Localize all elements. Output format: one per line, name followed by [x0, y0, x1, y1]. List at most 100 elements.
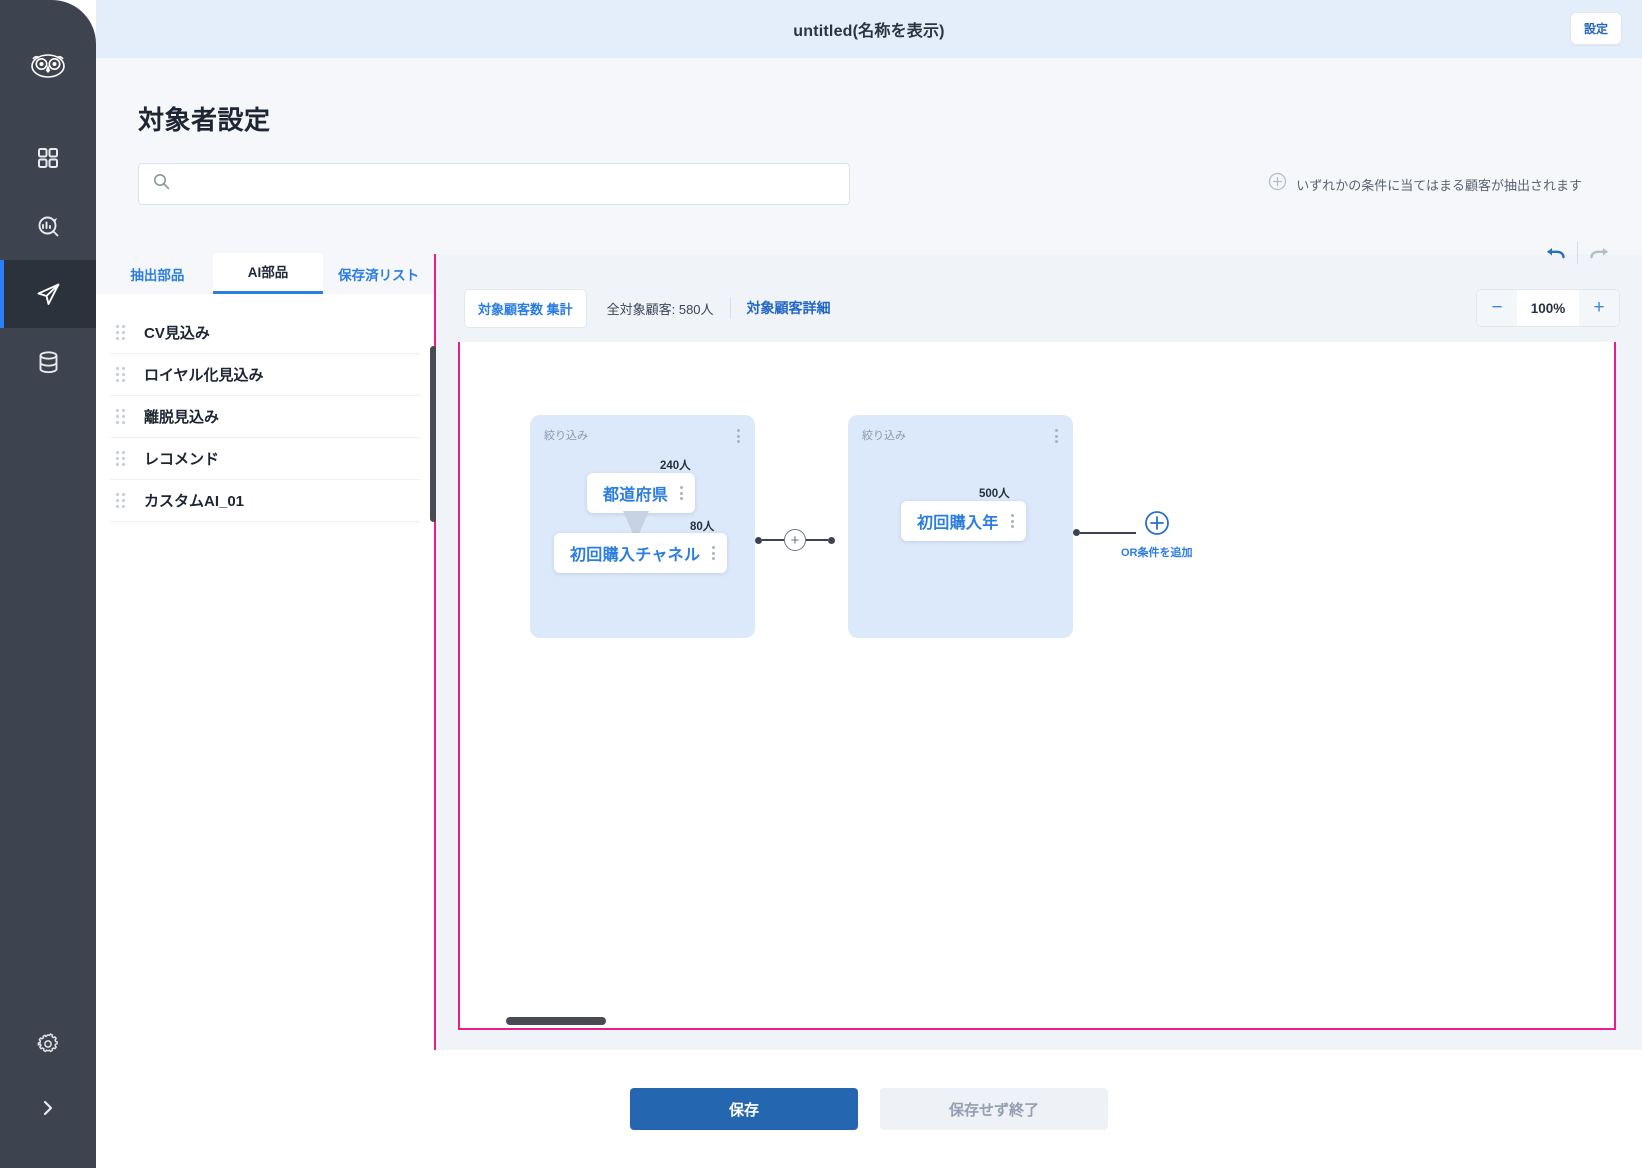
filter-group-2[interactable]: 絞り込み 500人 初回購入年 — [848, 415, 1073, 638]
drag-handle-icon[interactable] — [116, 324, 128, 341]
tab-ai-parts[interactable]: AI部品 — [212, 253, 324, 294]
list-item[interactable]: カスタムAI_01 — [110, 480, 420, 522]
drag-handle-icon[interactable] — [116, 366, 128, 383]
search-input[interactable] — [180, 176, 835, 192]
rail-item-expand[interactable] — [0, 1076, 96, 1140]
save-button[interactable]: 保存 — [630, 1088, 858, 1130]
rail-item-list — [0, 124, 96, 396]
tab-saved-lists[interactable]: 保存済リスト — [323, 256, 435, 294]
aggregate-button[interactable]: 対象顧客数 集計 — [464, 288, 587, 328]
condition-menu-icon[interactable] — [680, 486, 684, 500]
undo-button[interactable] — [1535, 238, 1577, 268]
rail-bottom-items — [0, 1012, 96, 1168]
drag-handle-icon[interactable] — [116, 450, 128, 467]
and-connector: + — [755, 529, 835, 551]
list-item-label: 離脱見込み — [144, 409, 220, 426]
plus-circle-icon[interactable] — [1144, 511, 1170, 540]
owl-logo-icon — [0, 40, 96, 92]
list-item-label: レコメンド — [144, 451, 220, 468]
database-icon — [38, 350, 59, 374]
add-or-condition[interactable]: OR条件を追加 — [1121, 510, 1193, 560]
chevron-right-icon — [39, 1099, 57, 1117]
list-item-label: カスタムAI_01 — [144, 493, 245, 510]
toolbar-separator — [729, 297, 731, 319]
search-icon — [153, 173, 170, 195]
connector-dot — [828, 536, 835, 544]
left-nav-rail — [0, 0, 96, 1168]
search-row: いずれかの条件に当てはまる顧客が抽出されます — [96, 137, 1642, 205]
page-heading: 対象者設定 — [138, 105, 271, 135]
footer-actions: 保存 保存せず終了 — [96, 1050, 1642, 1168]
condition-label: 初回購入チャネル — [570, 547, 701, 564]
rail-item-campaign[interactable] — [0, 260, 96, 328]
condition-menu-icon[interactable] — [712, 546, 716, 560]
zoom-controls: − 100% + — [1476, 289, 1620, 327]
canvas-toolbar: 対象顧客数 集計 全対象顧客: 580人 対象顧客詳細 − 100% + — [436, 280, 1642, 336]
parts-list-scrollbar[interactable] — [430, 346, 437, 522]
condition-menu-icon[interactable] — [1010, 514, 1014, 528]
redo-button[interactable] — [1578, 238, 1620, 268]
connector-dot — [1073, 529, 1080, 536]
condition-chip-first-purchase-year[interactable]: 初回購入年 — [901, 501, 1026, 541]
panels-container: 抽出部品 AI部品 保存済リスト CV見込み ロイヤル化見込み — [96, 242, 1642, 1050]
condition-label: 都道府県 — [603, 487, 669, 504]
rail-item-grid[interactable] — [0, 124, 96, 192]
drag-handle-icon[interactable] — [116, 408, 128, 425]
extraction-hint-text: いずれかの条件に当てはまる顧客が抽出されます — [1296, 177, 1582, 193]
condition-count: 80人 — [690, 521, 715, 533]
customer-detail-link[interactable]: 対象顧客詳細 — [746, 300, 831, 316]
drag-handle-icon[interactable] — [116, 492, 128, 509]
connector-dot — [755, 536, 762, 544]
list-item[interactable]: レコメンド — [110, 438, 420, 480]
extraction-hint: いずれかの条件に当てはまる顧客が抽出されます — [1268, 172, 1606, 196]
connector-line — [806, 539, 828, 541]
condition-label: 初回購入年 — [917, 515, 999, 532]
parts-tabs: 抽出部品 AI部品 保存済リスト — [96, 253, 435, 294]
add-and-condition-button[interactable]: + — [784, 529, 806, 551]
tab-extraction-parts[interactable]: 抽出部品 — [102, 256, 213, 294]
history-separator — [1577, 242, 1578, 264]
rail-item-data[interactable] — [0, 328, 96, 396]
total-customers-label: 全対象顧客: 580人 — [606, 301, 714, 317]
grid-icon — [37, 147, 59, 169]
connector-line — [762, 539, 784, 541]
parts-panel: 抽出部品 AI部品 保存済リスト CV見込み ロイヤル化見込み — [96, 253, 435, 1050]
history-controls — [1535, 238, 1620, 268]
settings-button[interactable]: 設定 — [1569, 12, 1622, 45]
list-item-label: ロイヤル化見込み — [144, 367, 264, 384]
filter-group-1[interactable]: 絞り込み 240人 都道府県 80人 初回購入チャネル — [530, 415, 755, 638]
group-label: 絞り込み — [544, 430, 588, 442]
group-menu-icon[interactable] — [737, 429, 740, 443]
condition-count: 500人 — [979, 488, 1010, 500]
zoom-out-button[interactable]: − — [1477, 290, 1517, 326]
parts-list: CV見込み ロイヤル化見込み 離脱見込み レコメンド — [96, 294, 434, 1050]
rail-item-analytics[interactable] — [0, 192, 96, 260]
group-label: 絞り込み — [862, 430, 906, 442]
group-menu-icon[interactable] — [1055, 429, 1058, 443]
page-body: 対象者設定 いずれかの条件に当てはまる顧客が抽出 — [96, 58, 1642, 1168]
gear-icon — [37, 1033, 59, 1055]
zoom-level-value: 100% — [1517, 300, 1579, 316]
add-or-condition-label: OR条件を追加 — [1121, 547, 1193, 559]
condition-chip-prefecture[interactable]: 都道府県 — [587, 473, 696, 513]
flow-canvas[interactable]: 絞り込み 240人 都道府県 80人 初回購入チャネル — [458, 342, 1616, 1030]
list-item[interactable]: CV見込み — [110, 312, 420, 354]
list-item-label: CV見込み — [144, 325, 210, 342]
canvas-horizontal-scrollbar[interactable] — [506, 1017, 606, 1025]
zoom-in-button[interactable]: + — [1579, 290, 1619, 326]
list-item[interactable]: ロイヤル化見込み — [110, 354, 420, 396]
page-title-top: untitled(名称を表示) — [793, 23, 945, 40]
panel-divider — [430, 254, 437, 1050]
analytics-search-icon — [36, 214, 60, 238]
flow-canvas-panel: 対象顧客数 集計 全対象顧客: 580人 対象顧客詳細 − 100% + 絞り込… — [436, 242, 1642, 1050]
condition-count: 240人 — [660, 460, 691, 472]
discard-button[interactable]: 保存せず終了 — [880, 1088, 1108, 1130]
or-connector — [1073, 529, 1136, 536]
list-item[interactable]: 離脱見込み — [110, 396, 420, 438]
window-titlebar: untitled(名称を表示) 設定 — [96, 0, 1642, 58]
rail-item-settings[interactable] — [0, 1012, 96, 1076]
search-box[interactable] — [138, 163, 850, 205]
condition-chip-first-purchase-channel[interactable]: 初回購入チャネル — [554, 533, 728, 573]
connector-line — [1080, 531, 1136, 534]
